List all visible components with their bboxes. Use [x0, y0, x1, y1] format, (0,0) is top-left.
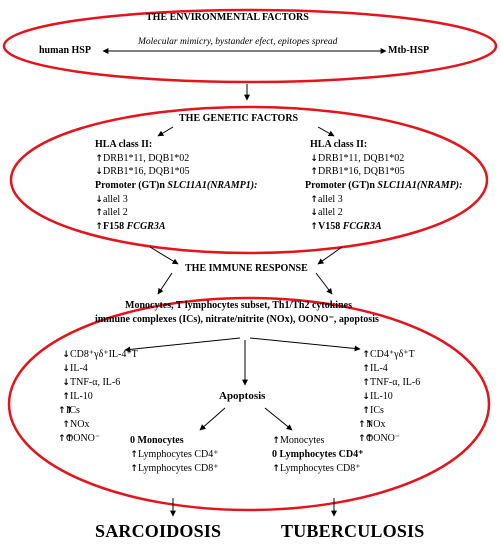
up-arrow-icon: ↑	[130, 464, 138, 474]
apoptosis-left-arrow	[199, 407, 226, 431]
up-arrow-icon: ↑	[362, 364, 370, 374]
up-arrow-icon: ↑	[62, 392, 70, 402]
up-arrow-icon: ↑	[310, 195, 318, 205]
right-item-ics: ↑ICs	[362, 405, 384, 416]
right-item-nox: ↑↑NOx	[358, 419, 386, 430]
up-arrow-icon: ↑	[62, 420, 70, 430]
up-arrow-icon: ↑	[95, 222, 103, 232]
up-arrow-icon: ↑↑	[358, 434, 374, 444]
left-promoter: Promoter (GT)n SLC11A1(NRAMP1):	[95, 180, 258, 191]
right-allel2: ↓allel 2	[310, 207, 343, 218]
genetic-left-arrow	[157, 126, 174, 137]
up-arrow-icon: ↑	[272, 464, 280, 474]
right-fcgr: ↑V158 FCGR3A	[310, 221, 382, 232]
left-item-ics: ↑↑ICs	[58, 405, 80, 416]
environmental-title: THE ENVIRONMENTAL FACTORS	[146, 12, 309, 23]
apop-right-monocytes: ↑Monocytes	[272, 435, 325, 446]
mtb-hsp-label: Mtb-HSP	[388, 45, 430, 56]
left-item-il4: ↓IL-4	[62, 363, 88, 374]
down-arrow-icon: ↓	[95, 167, 103, 177]
down-arrow-icon: ↓	[62, 378, 70, 388]
up-arrow-icon: ↑	[362, 378, 370, 388]
branch-right-arrow	[249, 337, 361, 352]
right-item-il4: ↑IL-4	[362, 363, 388, 374]
apop-right-cd4: 0 Lymphocytes CD4⁺	[272, 449, 364, 460]
up-arrow-icon: ↑	[362, 350, 370, 360]
down-arrow-icon: ↓	[62, 364, 70, 374]
apop-left-monocytes: 0 Monocytes	[130, 435, 184, 446]
right-item-il10: ↓IL-10	[362, 391, 393, 402]
right-item-cd4: ↑CD4⁺γδ⁺T	[362, 349, 415, 360]
left-item-cd8: ↓CD8⁺γδ⁺IL-4⁺T	[62, 349, 138, 360]
immune-title: THE IMMUNE RESPONSE	[185, 263, 308, 274]
immune-line-2: immune complexes (ICs), nitrate/nitrite …	[95, 314, 379, 325]
left-item-nox: ↑NOx	[62, 419, 90, 430]
right-item-tnf: ↑TNF-α, IL-6	[362, 377, 421, 388]
apoptosis-right-arrow	[264, 407, 293, 431]
up-arrow-icon: ↑	[310, 222, 318, 232]
down-arrow-icon: ↓	[310, 154, 318, 164]
up-arrow-icon: ↑	[95, 154, 103, 164]
genetic-right-arrow	[317, 126, 335, 137]
up-arrow-icon: ↑	[310, 167, 318, 177]
left-hla-label: HLA class II:	[95, 139, 153, 150]
down-arrow-icon: ↓	[362, 392, 370, 402]
immune-line-1: Monocytes, T lymphocytes subset, Th1/Th2…	[125, 300, 352, 311]
right-promoter: Promoter (GT)n SLC11A1(NRAMP):	[305, 180, 463, 191]
right-drb-a: ↓DRB1*11, DQB1*02	[310, 153, 405, 164]
human-hsp-label: human HSP	[39, 45, 91, 56]
branch-left-arrow	[124, 337, 241, 353]
up-arrow-icon: ↑↑	[58, 434, 74, 444]
immune-left-arrow	[157, 272, 173, 295]
up-arrow-icon: ↑	[362, 406, 370, 416]
immune-ellipse	[7, 296, 491, 512]
left-drb-b: ↓DRB1*16, DQB1*05	[95, 166, 190, 177]
immune-right-arrow	[315, 272, 333, 295]
left-allel3: ↓allel 3	[95, 194, 128, 205]
apoptosis-label: Apoptosis	[219, 390, 266, 402]
left-item-il10: ↑IL-10	[62, 391, 93, 402]
genetic-to-immune-right-arrow	[317, 246, 343, 265]
right-hla-label: HLA class II:	[310, 139, 368, 150]
right-allel3: ↑allel 3	[310, 194, 343, 205]
down-arrow-icon: ↓	[95, 195, 103, 205]
down-arrow-icon: ↓	[62, 350, 70, 360]
left-fcgr: ↑F158 FCGR3A	[95, 221, 166, 232]
up-arrow-icon: ↑	[272, 436, 280, 446]
right-item-oono: ↑↑OONO⁻	[358, 433, 401, 444]
left-item-tnf: ↓TNF-α, IL-6	[62, 377, 121, 388]
right-drb-b: ↑DRB1*16, DQB1*05	[310, 166, 405, 177]
apop-right-cd8: ↑Lymphocytes CD8⁺	[272, 463, 361, 474]
tuberculosis-label: TUBERCULOSIS	[281, 521, 425, 541]
down-arrow-icon: ↓	[310, 208, 318, 218]
up-arrow-icon: ↑	[95, 208, 103, 218]
genetic-title: THE GENETIC FACTORS	[179, 113, 299, 124]
mimicry-label: Molecular mimicry, bystander efect, epit…	[138, 37, 338, 47]
left-drb-a: ↑DRB1*11, DQB1*02	[95, 153, 190, 164]
apop-left-cd8: ↑Lymphocytes CD8⁺	[130, 463, 219, 474]
up-arrow-icon: ↑↑	[358, 420, 374, 430]
up-arrow-icon: ↑	[130, 450, 138, 460]
up-arrow-icon: ↑↑	[58, 406, 74, 416]
left-allel2: ↑allel 2	[95, 207, 128, 218]
left-item-oono: ↑↑OONO⁻	[58, 433, 101, 444]
apop-left-cd4: ↑Lymphocytes CD4⁺	[130, 449, 219, 460]
genetic-to-immune-left-arrow	[149, 246, 179, 265]
sarcoidosis-label: SARCOIDOSIS	[95, 521, 222, 541]
